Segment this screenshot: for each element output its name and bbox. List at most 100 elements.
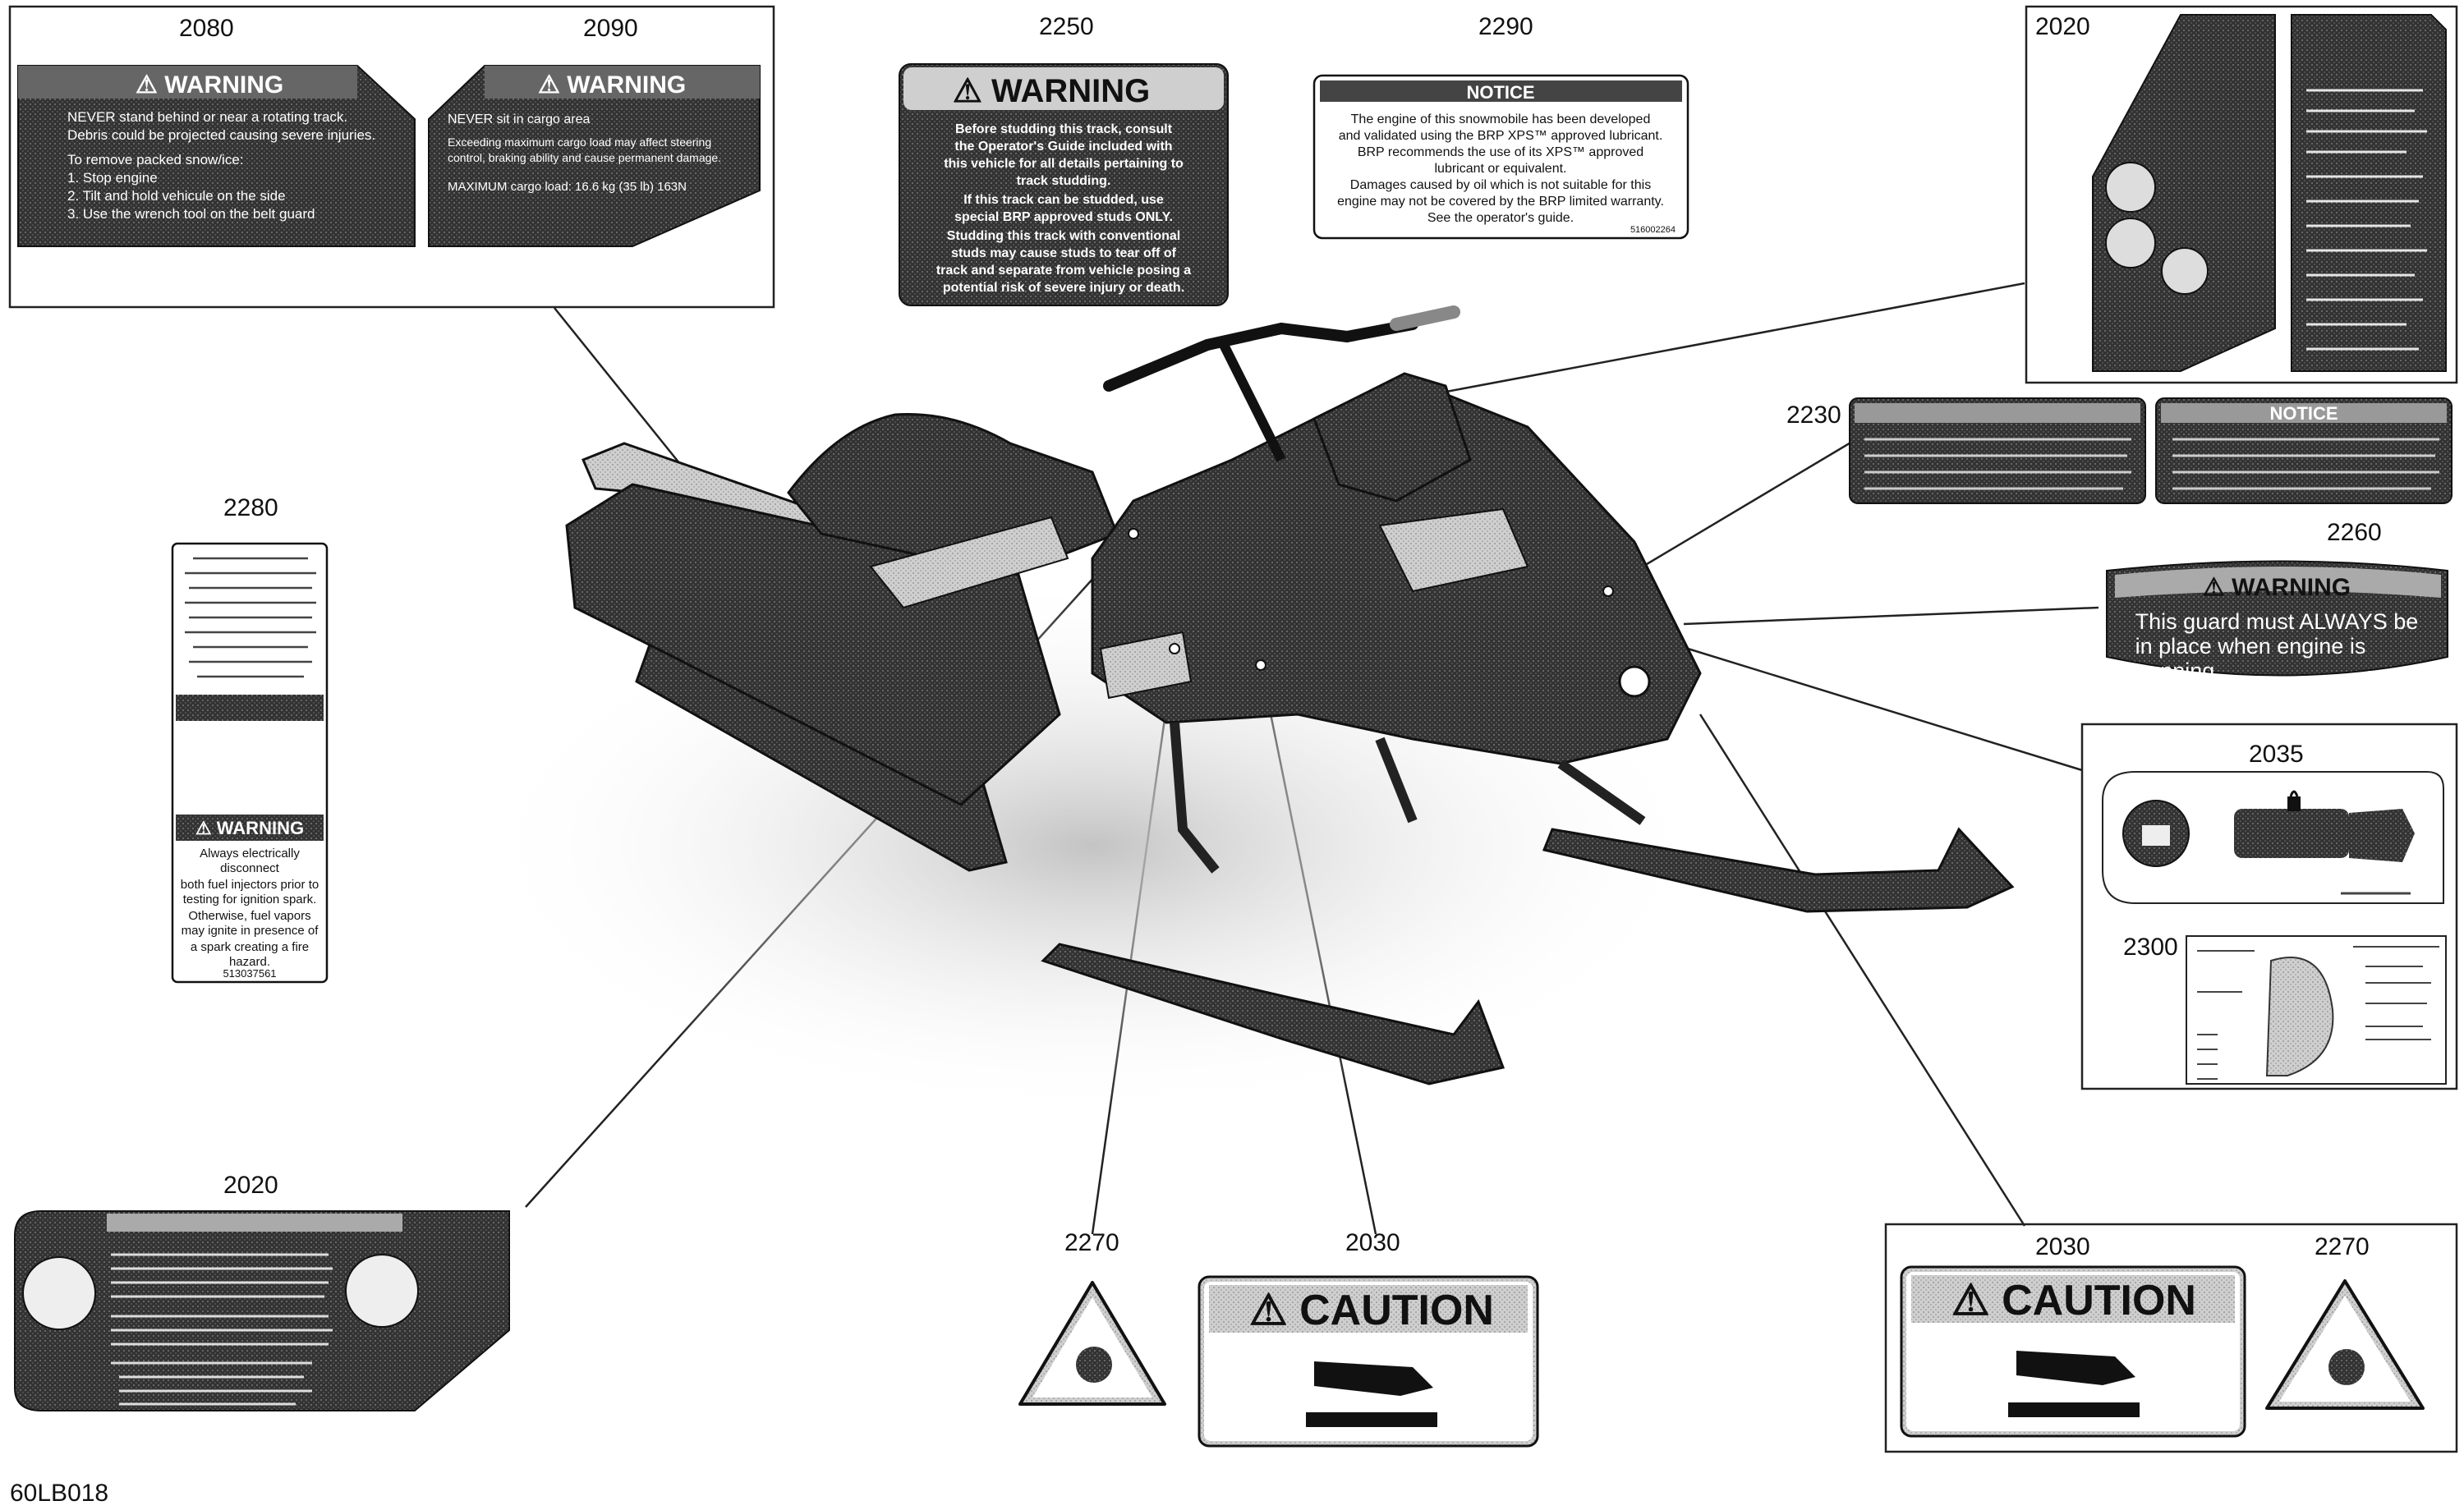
hot-surface-icon <box>1306 1412 1437 1427</box>
decal-2290-line-0: The engine of this snowmobile has been d… <box>1351 112 1651 126</box>
decal-2250-line-6: Studding this track with conventional <box>947 229 1180 243</box>
leader-2230 <box>1642 440 1853 568</box>
decal-2090-line-0: NEVER sit in cargo area <box>448 112 591 126</box>
helmet-pictogram-icon <box>345 1254 419 1328</box>
leader-dot <box>1602 585 1614 597</box>
callout-2270-left: 2270 <box>1064 1229 1119 1256</box>
decal-2250-line-5: special BRP approved studs ONLY. <box>954 210 1173 224</box>
brp-logo-icon <box>1618 665 1651 698</box>
decal-2290-part-no: 516002264 <box>1630 225 1676 235</box>
decal-2290-line-6: See the operator's guide. <box>1427 211 1574 225</box>
decal-2250-line-8: track and separate from vehicle posing a <box>936 264 1191 278</box>
decal-2080-line-3: To remove packed snow/ice: <box>67 152 244 168</box>
leader-2260 <box>1683 606 2099 626</box>
callout-2260: 2260 <box>2327 519 2382 546</box>
pictogram-circle-icon <box>2161 247 2209 295</box>
decal-2280-part-no: 513037561 <box>223 967 276 980</box>
decal-2280-header: ⚠ WARNING <box>195 818 304 838</box>
callout-2080: 2080 <box>179 15 234 42</box>
pictogram-circle-icon <box>2105 162 2156 213</box>
callout-2290: 2290 <box>1478 13 1533 40</box>
decal-2080-line-0: NEVER stand behind or near a rotating tr… <box>67 109 347 125</box>
decal-2080-line-6: 3. Use the wrench tool on the belt guard <box>67 206 315 222</box>
decal-2260-line-1: in place when engine is <box>2135 634 2366 659</box>
decal-2080-line-1: Debris could be projected causing severe… <box>67 127 375 143</box>
decal-2250-line-1: the Operator's Guide included with <box>954 140 1172 154</box>
decal-2090-line-4: MAXIMUM cargo load: 16.6 kg (35 lb) 163N <box>448 180 687 194</box>
decal-2290-line-1: and validated using the BRP XPS™ approve… <box>1339 129 1663 143</box>
callout-2270-right: 2270 <box>2315 1233 2370 1260</box>
pictogram-circle-icon <box>2105 218 2156 268</box>
decal-2020-top <box>2092 14 2447 372</box>
decal-2280: ⚠ WARNING Always electrically disconnect… <box>171 542 329 984</box>
leader-2020-top <box>1432 282 2025 396</box>
decal-2280-line-0: Always electrically <box>200 847 300 861</box>
decal-2260-part-no: 516006454 <box>2367 668 2420 681</box>
decal-2260-line-2: running. <box>2140 659 2221 683</box>
frame-2020-top <box>2025 5 2458 384</box>
frame-2080-2090 <box>8 5 775 309</box>
decal-2270-left <box>1018 1281 1166 1406</box>
leader-2035 <box>1687 647 2083 772</box>
track-tension-pictogram <box>2265 957 2334 1076</box>
callout-2230: 2230 <box>1786 402 1841 429</box>
callout-2300: 2300 <box>2123 934 2178 961</box>
leader-2080 <box>554 307 691 477</box>
decal-2090-line-1: Exceeding maximum cargo load may affect … <box>448 135 711 149</box>
decal-2260-line-0: This guard must ALWAYS be <box>2135 609 2419 634</box>
leader-dot <box>1128 528 1139 539</box>
decal-2030-right: ⚠ CAUTION <box>1900 1265 2246 1438</box>
snowmobile-side-panel <box>869 516 1069 609</box>
leader-dot <box>1169 643 1180 654</box>
snowmobile-headlight <box>1378 507 1529 593</box>
decal-2080-line-4: 1. Stop engine <box>67 170 158 186</box>
hand-hazard-icon <box>2016 1351 2135 1385</box>
snowmobile-front-suspension <box>1170 722 1646 874</box>
decal-2250-line-0: Before studding this track, consult <box>955 122 1173 136</box>
decal-2030-left-header: ⚠ CAUTION <box>1249 1287 1494 1334</box>
decal-2030-left: ⚠ CAUTION <box>1198 1275 1539 1448</box>
decal-2290-line-4: Damages caused by oil which is not suita… <box>1350 178 1651 192</box>
snowmobile-handlebar <box>1103 319 1418 392</box>
callout-2035: 2035 <box>2249 741 2304 768</box>
decal-2230-notice-header: NOTICE <box>2269 403 2338 424</box>
belt-guard-pictogram <box>2234 809 2349 858</box>
frame-2030-2270-right <box>1884 1223 2458 1453</box>
callout-2020-bottom: 2020 <box>223 1172 278 1199</box>
decal-2230 <box>1849 397 2146 504</box>
decal-2250-line-7: studs may cause studs to tear off of <box>951 246 1177 260</box>
decal-2250-line-3: track studding. <box>1017 174 1111 188</box>
frame-2035-2300 <box>2080 723 2458 1090</box>
fan-hazard-icon <box>2328 1349 2365 1385</box>
callout-2090: 2090 <box>583 15 638 42</box>
decal-2250-line-4: If this track can be studded, use <box>963 193 1164 207</box>
decal-2230-notice: NOTICE <box>2155 397 2453 504</box>
decal-2090: ⚠ WARNING NEVER sit in cargo area Exceed… <box>428 65 761 247</box>
snowmobile-side-vent <box>1099 631 1193 700</box>
fan-hazard-icon <box>1076 1347 1112 1383</box>
diagram-code: 60LB018 <box>10 1480 108 1507</box>
decal-2080: ⚠ WARNING NEVER stand behind or near a r… <box>17 65 416 247</box>
decal-2290-line-5: engine may not be covered by the BRP lim… <box>1337 195 1664 209</box>
callout-numbers: 2080 2090 2250 2290 2020 2230 2260 2280 … <box>10 13 2382 1507</box>
decal-2280-line-3: testing for ignition spark. <box>183 893 317 906</box>
decal-2290: NOTICE The engine of this snowmobile has… <box>1312 74 1689 240</box>
hand-hazard-icon <box>1314 1361 1433 1396</box>
rider-pictogram-icon <box>22 1256 96 1330</box>
callout-2030-right: 2030 <box>2035 1233 2090 1260</box>
snowmobile-illustration <box>468 305 2015 1117</box>
decal-2270-right <box>2265 1279 2425 1410</box>
snowmobile-ski-left <box>1041 943 1506 1085</box>
callout-2250: 2250 <box>1039 13 1094 40</box>
snowmobile-windshield <box>1312 372 1472 503</box>
decal-2250-line-9: potential risk of severe injury or death… <box>943 281 1184 295</box>
decal-2030-right-header: ⚠ CAUTION <box>1951 1277 2196 1324</box>
decal-2035 <box>2102 771 2444 904</box>
decal-2250-line-2: this vehicle for all details pertaining … <box>944 157 1184 171</box>
decal-2020-bottom <box>14 1210 510 1411</box>
decal-2250: ⚠ WARNING Before studding this track, co… <box>899 63 1229 306</box>
decal-2280-line-1: disconnect <box>220 861 280 875</box>
hot-surface-icon <box>2008 1402 2140 1417</box>
decal-2090-header: ⚠ WARNING <box>538 71 686 99</box>
